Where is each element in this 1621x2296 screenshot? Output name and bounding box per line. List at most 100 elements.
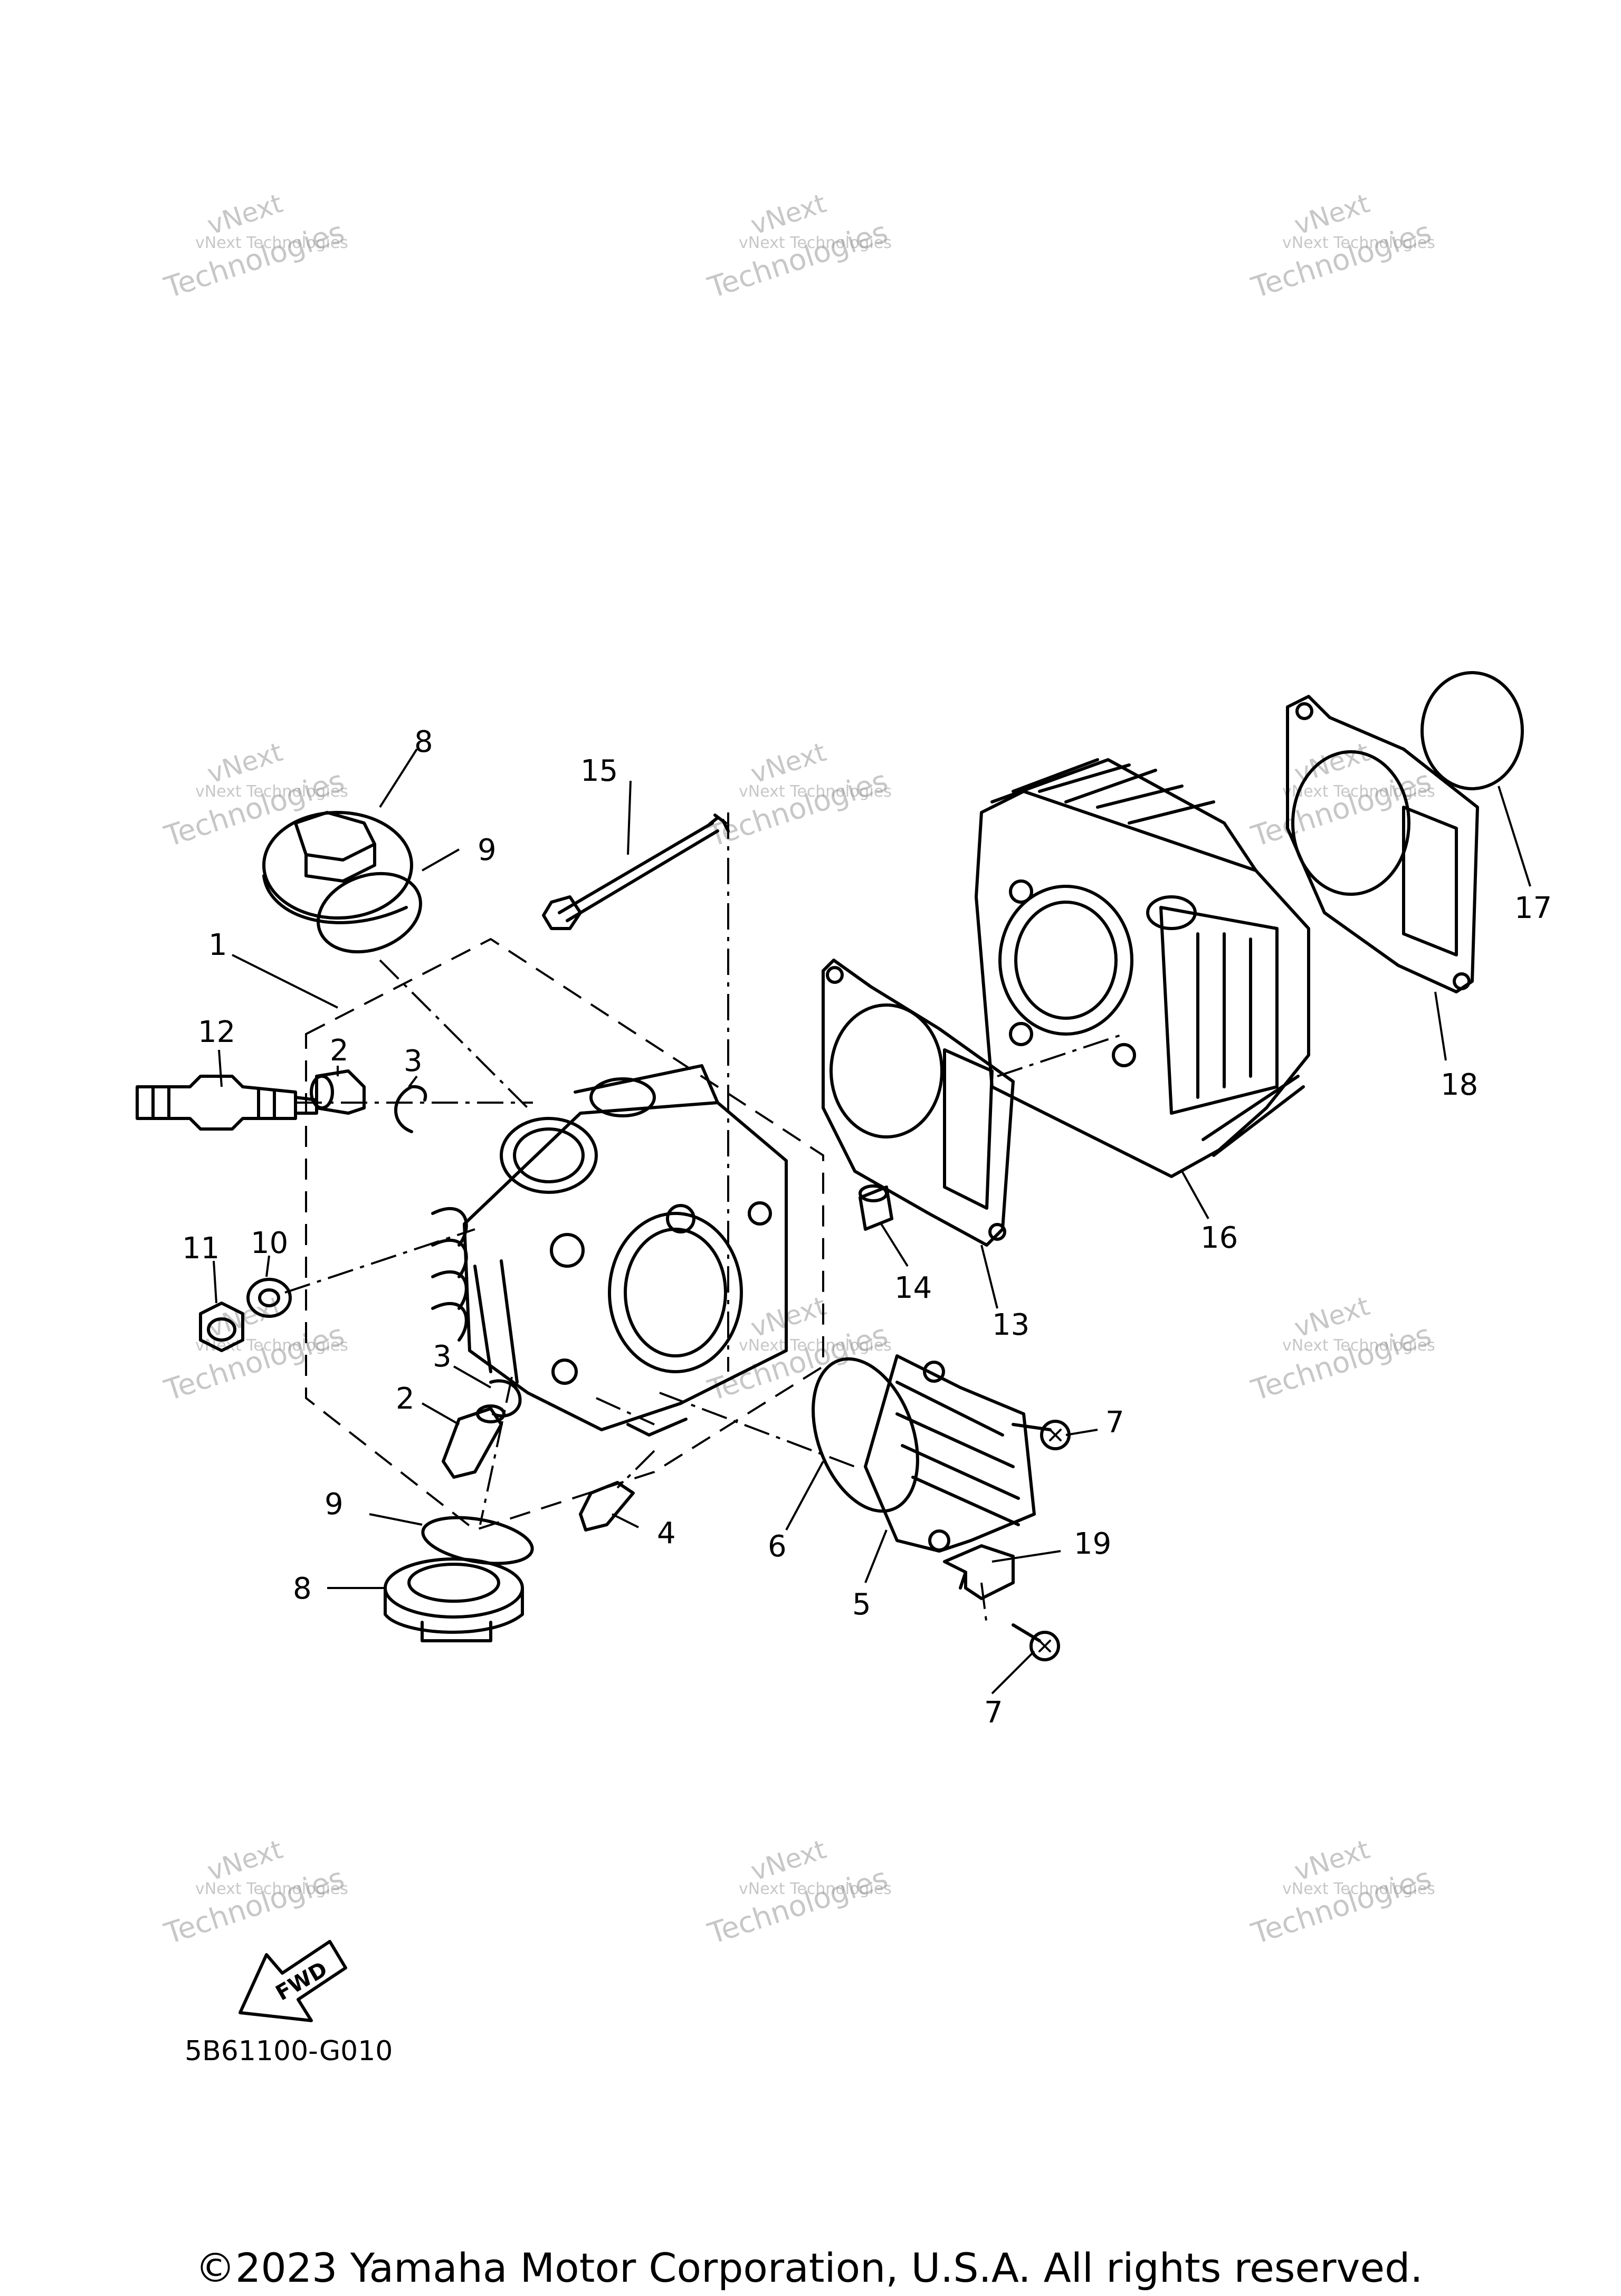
cylinder-block [975,758,1310,1178]
svg-text:Technologies: Technologies [1247,1317,1435,1407]
callout-1: 1 [208,928,227,962]
callout-8-upper: 8 [414,725,433,759]
valve-part-2-upper [310,1069,366,1115]
callout-7-lower: 7 [984,1696,1003,1730]
watermark-bottom-right: vNext Technologies vNext Technologies [1247,1834,1435,1951]
centerline-lower-valve [479,1376,513,1525]
head-gasket [1286,695,1479,993]
centerline-dowel [616,1450,655,1489]
callout-7-upper: 7 [1105,1405,1124,1440]
callout-16: 16 [1200,1221,1238,1255]
centerline-cylinder [997,1033,1124,1077]
callout-3-lower: 3 [433,1340,452,1374]
leader-lines [213,748,1531,1695]
callout-2-upper: 2 [330,1034,349,1068]
watermark-low-left: vNext Technologies vNext Technologies [160,1290,348,1408]
cap-8-top [262,811,413,924]
centerline-cap [379,959,529,1109]
callout-11: 11 [182,1231,220,1266]
callout-18: 18 [1441,1068,1478,1102]
svg-text:vNext Technologies: vNext Technologies [195,1880,348,1898]
diagram-code: 5B61100-G010 [185,2035,393,2067]
svg-text:vNext Technologies: vNext Technologies [739,234,892,252]
svg-text:vNext: vNext [747,736,830,789]
centerline-bolt-lower [980,1582,988,1625]
clip-3-upper [394,1085,427,1133]
fwd-arrow-icon: FWD [239,1940,347,2022]
svg-text:Technologies: Technologies [160,1861,348,1950]
callout-17: 17 [1514,891,1552,925]
svg-text:vNext Technologies: vNext Technologies [195,782,348,801]
callout-9-lower: 9 [325,1487,344,1522]
svg-text:vNext: vNext [204,1834,287,1887]
centerline-cover [659,1392,855,1468]
svg-text:vNext: vNext [204,736,287,789]
svg-text:vNext: vNext [204,188,287,241]
svg-text:Technologies: Technologies [1247,215,1435,304]
svg-text:vNext: vNext [747,188,830,241]
svg-text:Technologies: Technologies [703,1861,892,1950]
svg-text:Technologies: Technologies [160,1317,348,1407]
svg-text:vNext: vNext [1291,1834,1374,1887]
svg-text:vNext Technologies: vNext Technologies [1282,234,1435,252]
watermark-mid-center: vNext Technologies vNext Technologies [703,736,892,854]
svg-text:Technologies: Technologies [703,215,892,304]
cover-5 [864,1354,1036,1553]
dowel-pin-4 [579,1481,635,1532]
svg-text:vNext Technologies: vNext Technologies [1282,1880,1435,1898]
bolt-7-lower [1012,1623,1060,1661]
callout-2-lower: 2 [396,1382,415,1416]
o-ring-9-top [317,872,422,954]
watermark-low-center: vNext Technologies vNext Technologies [703,1290,892,1408]
callout-12: 12 [198,1015,235,1049]
callout-3-upper: 3 [404,1044,423,1078]
svg-text:vNext Technologies: vNext Technologies [1282,782,1435,801]
copyright-notice: ©2023 Yamaha Motor Corporation, U.S.A. A… [195,2244,1423,2291]
svg-text:vNext Technologies: vNext Technologies [739,782,892,801]
dowel-pin-14 [859,1184,893,1231]
cylinder-head [431,1064,788,1437]
svg-text:vNext: vNext [747,1834,830,1887]
svg-text:vNext Technologies: vNext Technologies [195,234,348,252]
cylinder-head-assembly-boundary [305,937,824,1532]
centerline-washer [284,1228,475,1294]
callout-10: 10 [251,1226,288,1260]
callout-15: 15 [580,754,618,788]
svg-text:vNext Technologies: vNext Technologies [1282,1336,1435,1355]
valve-part-2-lower [442,1404,506,1479]
callout-19: 19 [1074,1527,1111,1561]
svg-text:Technologies: Technologies [1247,1861,1435,1950]
svg-text:Technologies: Technologies [160,763,348,853]
o-ring-17 [1420,671,1524,790]
centerline-lower-bolt-hole [596,1397,655,1426]
callout-4: 4 [657,1516,676,1551]
bracket-19 [943,1544,1015,1600]
svg-text:vNext: vNext [747,1290,830,1343]
callout-8-lower: 8 [293,1572,312,1606]
svg-text:vNext Technologies: vNext Technologies [739,1336,892,1355]
watermark-mid-left: vNext Technologies vNext Technologies [160,736,348,854]
callout-9-upper: 9 [478,833,497,867]
stud-bolt-15 [542,814,730,930]
cap-8-lower [384,1557,524,1642]
callout-13: 13 [992,1308,1029,1342]
callout-14: 14 [894,1271,932,1305]
callout-6: 6 [768,1529,787,1564]
svg-text:vNext: vNext [1291,188,1374,241]
svg-text:vNext Technologies: vNext Technologies [739,1880,892,1898]
watermark-low-right: vNext Technologies vNext Technologies [1247,1290,1435,1408]
svg-text:Technologies: Technologies [703,763,892,853]
spark-plug [136,1075,318,1131]
bolt-11 [199,1302,244,1352]
washer-10 [246,1278,292,1318]
watermark-top-right: vNext Technologies vNext Technologies [1247,188,1435,305]
callout-5: 5 [852,1587,871,1622]
watermark-top-left: vNext Technologies vNext Technologies [160,188,348,305]
bolt-7-upper [1012,1420,1071,1450]
watermark-bottom-left: vNext Technologies vNext Technologies [160,1834,348,1951]
cover-gasket-6 [812,1357,919,1513]
svg-text:vNext: vNext [1291,1290,1374,1343]
cylinder-gasket [822,959,1015,1247]
svg-text:Technologies: Technologies [160,215,348,304]
